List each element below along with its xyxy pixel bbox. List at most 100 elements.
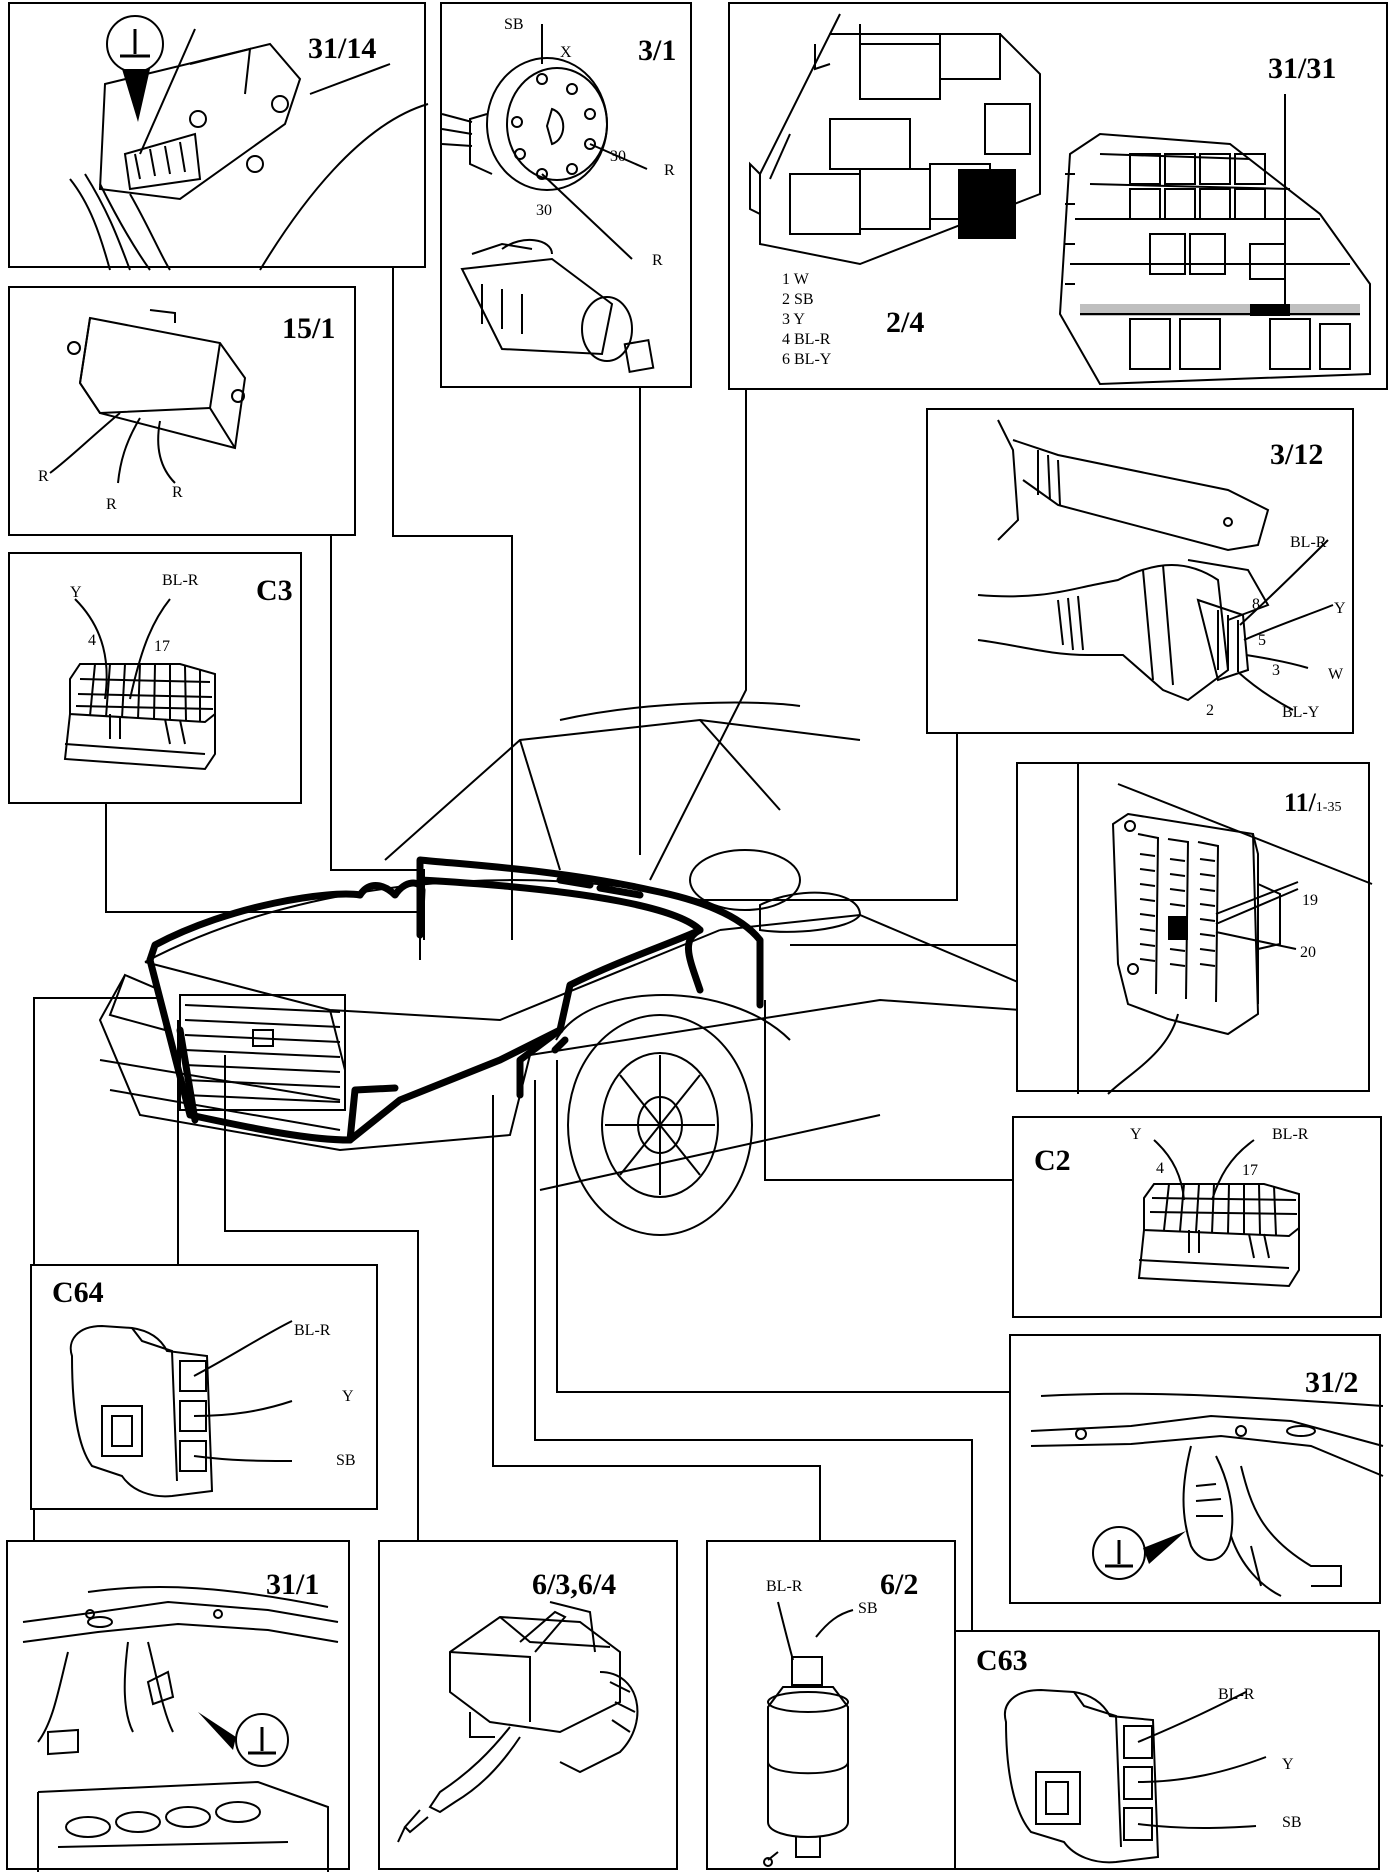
- label-y: Y: [1334, 600, 1346, 617]
- label-y: Y: [342, 1388, 354, 1405]
- label-sb: SB: [336, 1452, 356, 1469]
- panel-title: 15/1: [282, 312, 336, 345]
- connector-c63-drawing: [956, 1632, 1382, 1872]
- label-30-b: 30: [536, 202, 552, 219]
- legend-item: 1 W: [782, 271, 809, 288]
- legend-item: 3 Y: [782, 311, 805, 328]
- panel-title: C64: [52, 1276, 104, 1309]
- connector-c3-drawing: [10, 554, 304, 806]
- car-body: [100, 703, 1060, 1235]
- label-5: 5: [1258, 632, 1266, 649]
- legend-item: 6 BL-Y: [782, 351, 832, 368]
- ground-point-31-14-drawing: [10, 4, 428, 270]
- panel-title: 6/2: [880, 1568, 919, 1601]
- ignition-switch-drawing: [442, 4, 694, 390]
- label-17: 17: [1242, 1162, 1258, 1179]
- label-y: Y: [1130, 1126, 1142, 1143]
- leader-31-14: [393, 268, 512, 940]
- panel-title: 6/3,6/4: [532, 1568, 617, 1601]
- panel-title-main: 11/: [1284, 788, 1316, 817]
- label-sb: SB: [858, 1600, 878, 1617]
- leader-3-12: [690, 733, 957, 900]
- panel-title: 31/1: [266, 1568, 320, 1601]
- panel-c3: C3 Y BL-R 4 17: [8, 552, 302, 804]
- label-sb: SB: [504, 16, 524, 33]
- legend-item: 2 SB: [782, 291, 814, 308]
- leader-c2: [765, 1000, 1016, 1180]
- ground-point-31-2-drawing: [1011, 1336, 1383, 1606]
- ground-point-31-1-drawing: [8, 1542, 352, 1872]
- label-bl-r: BL-R: [1218, 1686, 1255, 1703]
- leader-c63: [535, 1080, 972, 1630]
- panel-title-suffix: 1-35: [1315, 800, 1342, 815]
- label-4: 4: [1156, 1160, 1164, 1177]
- control-module-drawing: [10, 288, 358, 538]
- leader-6-3: [225, 1055, 418, 1540]
- leader-2-4: [650, 386, 746, 880]
- label-bl-r: BL-R: [162, 572, 199, 589]
- label-bl-y: BL-Y: [1282, 704, 1320, 721]
- panel-31-1: 31/1: [6, 1540, 350, 1870]
- label-r: R: [106, 496, 117, 513]
- legend-item: 4 BL-R: [782, 331, 831, 348]
- label-r: R: [38, 468, 49, 485]
- washer-motor-drawing: [708, 1542, 958, 1872]
- panel-c63: C63 BL-R Y SB: [954, 1630, 1380, 1870]
- leader-6-2: [493, 1095, 820, 1540]
- panel-6-3-6-4: 6/3,6/4: [378, 1540, 678, 1870]
- panel-c64: C64 BL-R Y SB: [30, 1264, 378, 1510]
- label-y: Y: [70, 584, 82, 601]
- label-20: 20: [1300, 944, 1316, 961]
- panel-title: 31/31: [1268, 52, 1337, 85]
- panel-3-1: SB X 3/1 30 R 30 R: [440, 2, 692, 388]
- label-4: 4: [88, 632, 96, 649]
- label-x: X: [560, 44, 572, 61]
- label-3: 3: [1272, 662, 1280, 679]
- label-r-b: R: [652, 252, 663, 269]
- panel-title: 11/1-35: [1284, 788, 1341, 818]
- label-19: 19: [1302, 892, 1318, 909]
- panel-c2: C2 Y BL-R 4 17: [1012, 1116, 1382, 1318]
- panel-15-1: 15/1 R R R: [8, 286, 356, 536]
- leader-31-2: [557, 1060, 1009, 1392]
- relay-box-drawing: [730, 4, 1390, 392]
- leader-15-1: [331, 535, 424, 940]
- relay-2-4-highlight: [958, 169, 1016, 239]
- label-r-a: R: [664, 162, 675, 179]
- panel-title: 3/1: [638, 34, 677, 67]
- panel-31-14: 31/14: [8, 2, 426, 268]
- fuse-box-drawing: [1018, 764, 1372, 1094]
- panel-title: C63: [976, 1644, 1028, 1677]
- fuse-highlight: [1168, 916, 1188, 940]
- washer-pump-drawing: [380, 1542, 680, 1872]
- label-bl-r: BL-R: [1290, 534, 1327, 551]
- label-y: Y: [1282, 1756, 1294, 1773]
- label-30-a: 30: [610, 148, 626, 165]
- relay-2-4-label: 2/4: [886, 306, 925, 339]
- label-bl-r: BL-R: [766, 1578, 803, 1595]
- label-bl-r: BL-R: [294, 1322, 331, 1339]
- connector-c2-drawing: [1014, 1118, 1384, 1320]
- panel-31-2: 31/2: [1009, 1334, 1381, 1604]
- label-bl-r: BL-R: [1272, 1126, 1309, 1143]
- label-2: 2: [1206, 702, 1214, 719]
- panel-11: 11/1-35 19 20: [1016, 762, 1370, 1092]
- panel-31-31: 31/31 2/4 1 W 2 SB 3 Y 4 BL-R 6 BL-Y: [728, 2, 1388, 390]
- wiring-harness: [150, 860, 760, 1140]
- panel-title: C2: [1034, 1144, 1071, 1177]
- steering-stalk-switch-drawing: [928, 410, 1356, 736]
- label-8: 8: [1252, 596, 1260, 613]
- panel-title: 31/14: [308, 32, 377, 65]
- panel-title: 31/2: [1305, 1366, 1359, 1399]
- label-w: W: [1328, 666, 1344, 683]
- harness-clip: [253, 1030, 273, 1046]
- panel-6-2: 6/2 BL-R SB: [706, 1540, 956, 1870]
- leader-c3: [106, 804, 420, 960]
- panel-title: 3/12: [1270, 438, 1324, 471]
- panel-title: C3: [256, 574, 293, 607]
- label-17: 17: [154, 638, 170, 655]
- label-r: R: [172, 484, 183, 501]
- panel-3-12: 3/12 BL-R 8 Y 5 3 W 2 BL-Y: [926, 408, 1354, 734]
